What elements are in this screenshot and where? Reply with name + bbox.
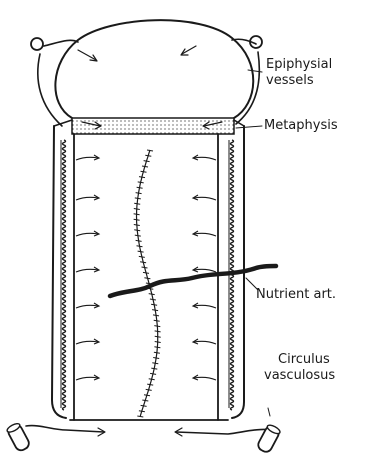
- central-vessel-bead: [134, 230, 140, 231]
- medullary-branches-left: [76, 155, 99, 380]
- central-vessel-bead: [150, 373, 156, 374]
- nutrient-artery-label: Nutrient art.: [256, 287, 336, 303]
- central-vessel-bead: [145, 155, 151, 156]
- central-vessel-bead: [154, 320, 160, 321]
- leader-circulus: [268, 408, 270, 416]
- circulus-vasculosus-label: Circulus vasculosus: [264, 352, 335, 384]
- central-vessel-bead: [134, 209, 140, 210]
- central-vessel-bead: [155, 342, 161, 343]
- central-vessel-bead: [138, 251, 144, 252]
- central-vessel-bead: [134, 219, 140, 220]
- circulus-label-line2: vasculosus: [264, 368, 335, 384]
- central-vessel-bead: [155, 336, 161, 337]
- central-vessel-bead: [149, 379, 155, 380]
- metaphysis-label-text: Metaphysis: [264, 118, 338, 134]
- central-vessel-bead: [142, 166, 148, 167]
- central-vessel-bead: [136, 240, 142, 241]
- central-vessel-bead: [142, 400, 148, 401]
- central-vessel-bead: [137, 246, 143, 247]
- central-vessel-bead: [147, 384, 153, 385]
- central-vessel-bead: [154, 326, 160, 327]
- leader-metaphysis: [236, 126, 262, 128]
- central-vessel-bead: [135, 235, 141, 236]
- central-vessel-bead: [154, 352, 160, 353]
- metaphysis-label: Metaphysis: [264, 118, 338, 134]
- periosteal-vessels-left: [61, 140, 66, 410]
- central-vessel-bead: [142, 267, 148, 268]
- central-vessel-bead: [144, 395, 150, 396]
- circulus-vessel-right: [176, 429, 272, 434]
- nutrient-label-text: Nutrient art.: [256, 287, 336, 303]
- central-vessel-bead: [136, 193, 142, 194]
- circulus-vessel-left: [26, 426, 104, 432]
- central-vessel-bead: [152, 310, 158, 311]
- central-vessel-bead: [143, 272, 149, 273]
- central-vessel-bead: [137, 416, 143, 417]
- central-vessel-bead: [153, 358, 159, 359]
- central-vessel-bead: [144, 278, 150, 279]
- central-vessel-bead: [154, 347, 160, 348]
- epiphysis-outline: [55, 20, 253, 118]
- central-vessel-bead: [139, 256, 145, 257]
- central-vessel-bead: [134, 225, 140, 226]
- central-vessel-bead: [141, 171, 147, 172]
- central-vessel-bead: [141, 405, 147, 406]
- central-vessel-bead: [135, 198, 141, 199]
- central-vessel-bead: [144, 161, 150, 162]
- central-vessel-bead: [153, 315, 159, 316]
- central-vessel-bead: [146, 389, 152, 390]
- central-vessel-bead: [134, 203, 140, 204]
- central-vessel-bead: [147, 150, 153, 151]
- central-vessel-bead: [151, 304, 157, 305]
- central-vessel-bead: [140, 262, 146, 263]
- epiphysial-label-line1: Epiphysial: [266, 57, 332, 73]
- central-vessel-bead: [152, 363, 158, 364]
- central-vessel-bead: [138, 182, 144, 183]
- metaphysis-band: [72, 118, 234, 134]
- central-vessel-bead: [155, 331, 161, 332]
- epiphysis-arrow-left: [78, 50, 97, 61]
- epiphysial-vessel-left-end: [31, 38, 43, 50]
- circulus-stub-right: [256, 423, 281, 453]
- central-vessel-bead: [149, 294, 155, 295]
- central-vessel-bead: [137, 187, 143, 188]
- periosteal-vessel-chain: [63, 140, 66, 410]
- central-vessel-bead: [139, 177, 145, 178]
- central-vessel-bead: [134, 214, 140, 215]
- epiphysial-label-line2: vessels: [266, 73, 332, 89]
- epiphysis-arrow-right: [181, 46, 196, 55]
- epiphysial-vessels-label: Epiphysial vessels: [266, 57, 332, 89]
- medullary-branches-right: [193, 155, 216, 380]
- central-vessel-bead: [150, 299, 156, 300]
- central-vessel-bead: [151, 368, 157, 369]
- circulus-label-line1: Circulus: [278, 352, 335, 368]
- central-vessel-bead: [139, 411, 145, 412]
